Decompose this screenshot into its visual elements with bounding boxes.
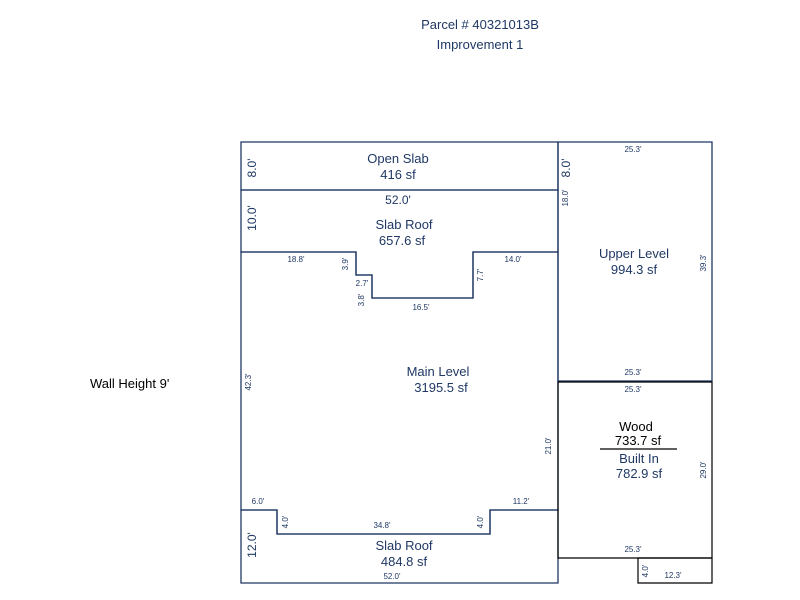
dim-bottom-slab-height: 12.0': [245, 532, 259, 558]
small-box-outline: [637, 557, 713, 584]
dim-open-slab-height: 8.0': [245, 159, 259, 178]
dim-right-notch-width: 14.0': [504, 255, 522, 264]
open-slab-size: 416 sf: [380, 167, 416, 182]
parcel-title: Parcel # 40321013B: [421, 17, 539, 32]
built-in-name: Built In: [619, 451, 659, 466]
dim-notch-bottom: 16.5': [412, 303, 430, 312]
dim-upper-right-height: 39.3': [699, 254, 708, 272]
wood-name: Wood: [619, 419, 653, 434]
dim-slab-roof-height: 10.0': [245, 205, 259, 231]
upper-level-size: 994.3 sf: [611, 262, 658, 277]
dim-bottom-width: 52.0': [383, 572, 401, 581]
slab-roof-top-size: 657.6 sf: [379, 233, 426, 248]
dim-right-notch-drop: 7.7': [476, 268, 485, 281]
dim-wood-bottom: 25.3': [624, 545, 642, 554]
dim-small-box-width: 12.3': [664, 571, 682, 580]
main-level-outline: [240, 251, 559, 535]
dim-wood-top: 25.3': [624, 385, 642, 394]
built-in-size: 782.9 sf: [616, 466, 663, 481]
dim-left-notch-width: 18.8': [287, 255, 305, 264]
dim-bottom-left-step: 6.0': [252, 497, 265, 506]
wood-size: 733.7 sf: [615, 433, 662, 448]
dim-notch-step: 2.7': [356, 279, 369, 288]
improvement-title: Improvement 1: [436, 37, 524, 52]
wall-height-label: Wall Height 9': [90, 376, 170, 391]
slab-roof-bottom-name: Slab Roof: [375, 538, 432, 553]
upper-level-outline: [557, 141, 713, 382]
dim-bottom-left-drop: 4.0': [281, 515, 290, 528]
dim-main-left-height: 42.3': [244, 373, 253, 391]
upper-level-name: Upper Level: [599, 246, 669, 261]
dim-bottom-right-step: 11.2': [513, 497, 530, 506]
dim-wood-right-height: 29.0': [699, 461, 708, 479]
open-slab-outline: [240, 141, 559, 191]
dim-upper-left-height: 8.0': [559, 159, 573, 178]
slab-roof-top-name: Slab Roof: [375, 217, 432, 232]
slab-roof-bottom-outline: [240, 509, 559, 584]
dim-main-right-height: 21.0': [544, 437, 553, 455]
dim-upper-top: 25.3': [624, 145, 642, 154]
main-level-size: 3195.5 sf: [414, 380, 468, 395]
dim-upper-bottom: 25.3': [624, 368, 642, 377]
dim-bottom-middle: 34.8': [373, 521, 391, 530]
dim-top-width: 52.0': [385, 193, 411, 207]
dim-notch-drop-1: 3.9': [341, 257, 350, 270]
dim-upper-left-small: 18.0': [561, 189, 570, 207]
slab-roof-bottom-size: 484.8 sf: [381, 554, 428, 569]
open-slab-name: Open Slab: [367, 151, 428, 166]
main-level-name: Main Level: [407, 364, 470, 379]
dim-small-box-height: 4.0': [641, 564, 650, 577]
dim-bottom-right-drop: 4.0': [476, 515, 485, 528]
dim-notch-drop-2: 3.8': [357, 293, 366, 306]
